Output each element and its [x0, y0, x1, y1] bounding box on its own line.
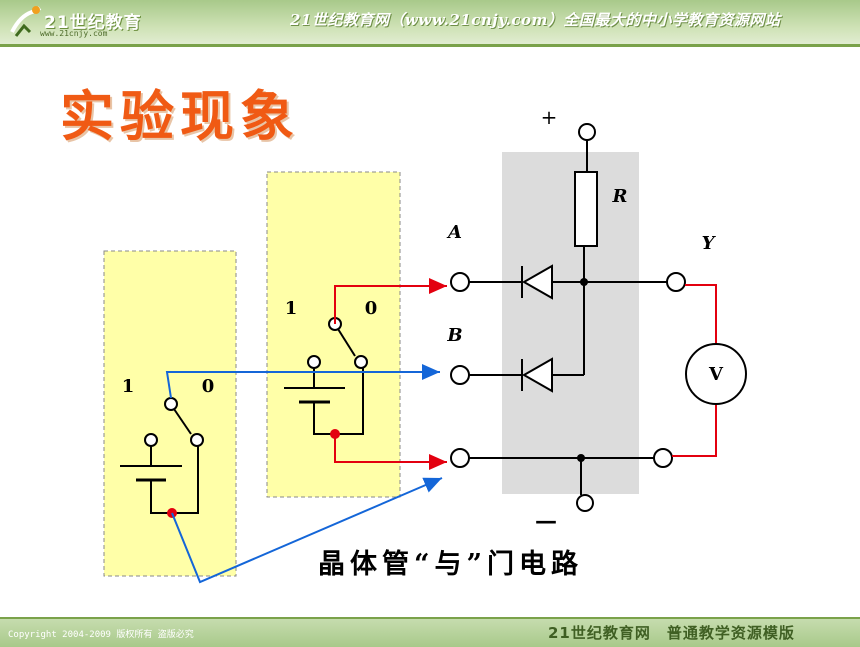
runner-logo-icon	[10, 6, 42, 37]
header-bar	[0, 0, 860, 46]
logo-text: 21世纪教育	[44, 13, 142, 33]
switch1-off-label: 0	[202, 376, 215, 397]
terminal-b	[450, 365, 470, 385]
wire-switch1-to-b	[165, 364, 440, 399]
switch1-pivot	[164, 397, 178, 411]
terminal-y	[666, 272, 686, 292]
input-b-label: B	[446, 325, 462, 346]
copyright-text: Copyright 2004-2009 版权所有 盗版必究	[8, 630, 194, 640]
terminal-input-ground	[450, 448, 470, 468]
switch2-off-label: 0	[365, 298, 378, 319]
plus-label: +	[541, 105, 558, 129]
logo-url: www.21cnjy.com	[40, 29, 108, 38]
logo	[6, 2, 156, 42]
header-rule	[0, 44, 860, 47]
resistor-label: R	[612, 186, 628, 207]
voltmeter	[685, 343, 747, 405]
power-terminal	[578, 123, 596, 141]
footer-brand: 21世纪教育网 普通教学资源模版	[548, 624, 795, 642]
terminal-a	[450, 272, 470, 292]
switch2-contact-1	[307, 355, 321, 369]
gate-box	[502, 152, 639, 494]
slide-title: 实验现象	[60, 84, 300, 148]
minus-label: —	[535, 508, 557, 534]
switch1-contact-0	[190, 433, 204, 447]
wire-switch1-to-ground	[171, 477, 443, 584]
switch-panel-2	[266, 171, 401, 498]
switch-panel-1	[103, 250, 237, 577]
input-a-label: A	[446, 222, 462, 243]
switch1-on-label: 1	[122, 376, 135, 397]
switch2-on-label: 1	[285, 298, 298, 319]
diode-a	[521, 264, 553, 300]
switch1-contact-1	[144, 433, 158, 447]
switch2-contact-0	[354, 355, 368, 369]
switch1-blade	[173, 408, 192, 435]
resistor	[574, 171, 598, 247]
output-y-label: Y	[702, 233, 717, 254]
diode-b	[521, 357, 553, 393]
site-banner: 21世纪教育网（www.21cnjy.com）全国最大的中小学教育资源网站	[290, 11, 781, 29]
footer-bar	[0, 617, 860, 647]
ground-terminal	[576, 494, 594, 512]
switch2-blade	[337, 328, 356, 357]
diagram-caption: 晶体管“与”门电路	[318, 549, 584, 580]
voltmeter-label: V	[708, 364, 724, 385]
terminal-output-ground	[653, 448, 673, 468]
wire-switch2-to-ground	[334, 434, 447, 470]
wire-switch2-to-a	[334, 278, 447, 324]
